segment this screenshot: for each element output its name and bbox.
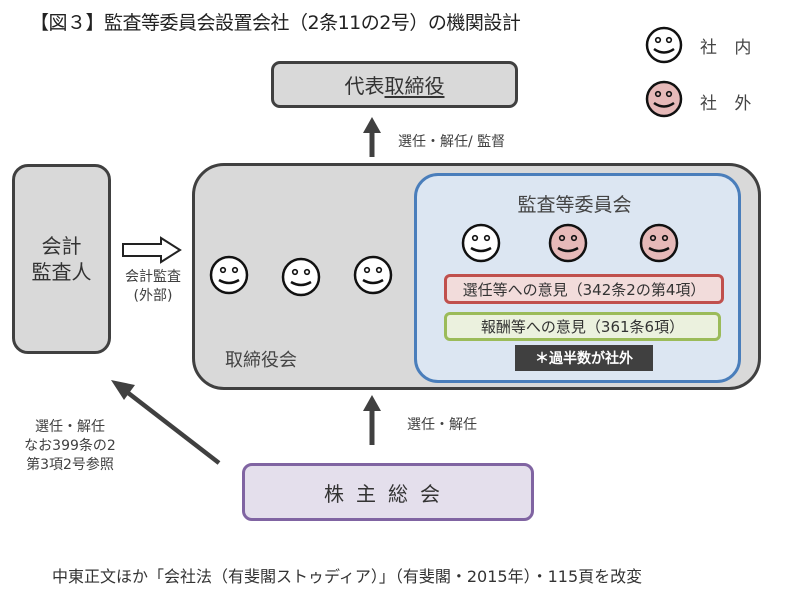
committee-member-2-external-icon [548,223,588,263]
auditor-line1: 会計 [41,234,82,258]
arrow-up-to-rep-icon [363,117,381,157]
legend-internal-label: 社 内 [700,38,758,58]
audit-arrow-line1: 会計監査 [125,269,181,285]
opinion-election-box: 選任等への意見（342条2の第4項） [444,274,724,304]
arrow-rep-label: 選任・解任/ 監督 [398,134,506,150]
shareholders-meeting-box: 株主総会 [242,463,534,521]
smiley-external-icon [645,80,683,118]
majority-outside-badge: ＊過半数が社外 [515,345,653,371]
committee-member-3-external-icon [639,223,679,263]
figure-title: 【図３】監査等委員会設置会社（2条11の2号）の機関設計 [30,12,521,34]
arrow-diagonal-to-auditor-icon [111,380,221,465]
arrow-board-label: 選任・解任 [407,417,477,433]
audit-arrow-icon [122,236,182,264]
audit-committee-title: 監査等委員会 [517,194,632,216]
legend-external-label: 社 外 [700,94,758,114]
committee-member-1-internal-icon [461,223,501,263]
rep-prefix: 代表 [344,74,385,98]
smiley-internal-icon [645,26,683,64]
source-citation: 中東正文ほか「会社法（有斐閣ストゥディア）」（有斐閣・2015年）・115頁を改… [52,567,643,586]
audit-arrow-label: 会計監査 (外部) [113,268,193,306]
opinion-compensation-box: 報酬等への意見（361条6項） [444,312,721,341]
arrow-auditor-note-line3: 第3項2号参照 [26,457,114,473]
board-member-3-internal-icon [353,255,393,295]
rep-underlined: 取締役 [384,74,445,98]
arrow-auditor-note: 選任・解任 なお399条の2 第3項2号参照 [20,418,120,475]
board-member-1-internal-icon [209,255,249,295]
representative-director-box: 代表取締役 [271,61,518,108]
arrow-auditor-note-line1: 選任・解任 [35,419,105,435]
board-member-2-internal-icon [281,257,321,297]
auditor-line2: 監査人 [31,260,92,284]
audit-arrow-line2: (外部) [133,288,173,304]
arrow-up-to-board-icon [363,395,381,445]
arrow-auditor-note-line2: なお399条の2 [24,438,116,454]
accounting-auditor-box: 会計 監査人 [12,164,111,354]
board-label: 取締役会 [225,350,297,371]
